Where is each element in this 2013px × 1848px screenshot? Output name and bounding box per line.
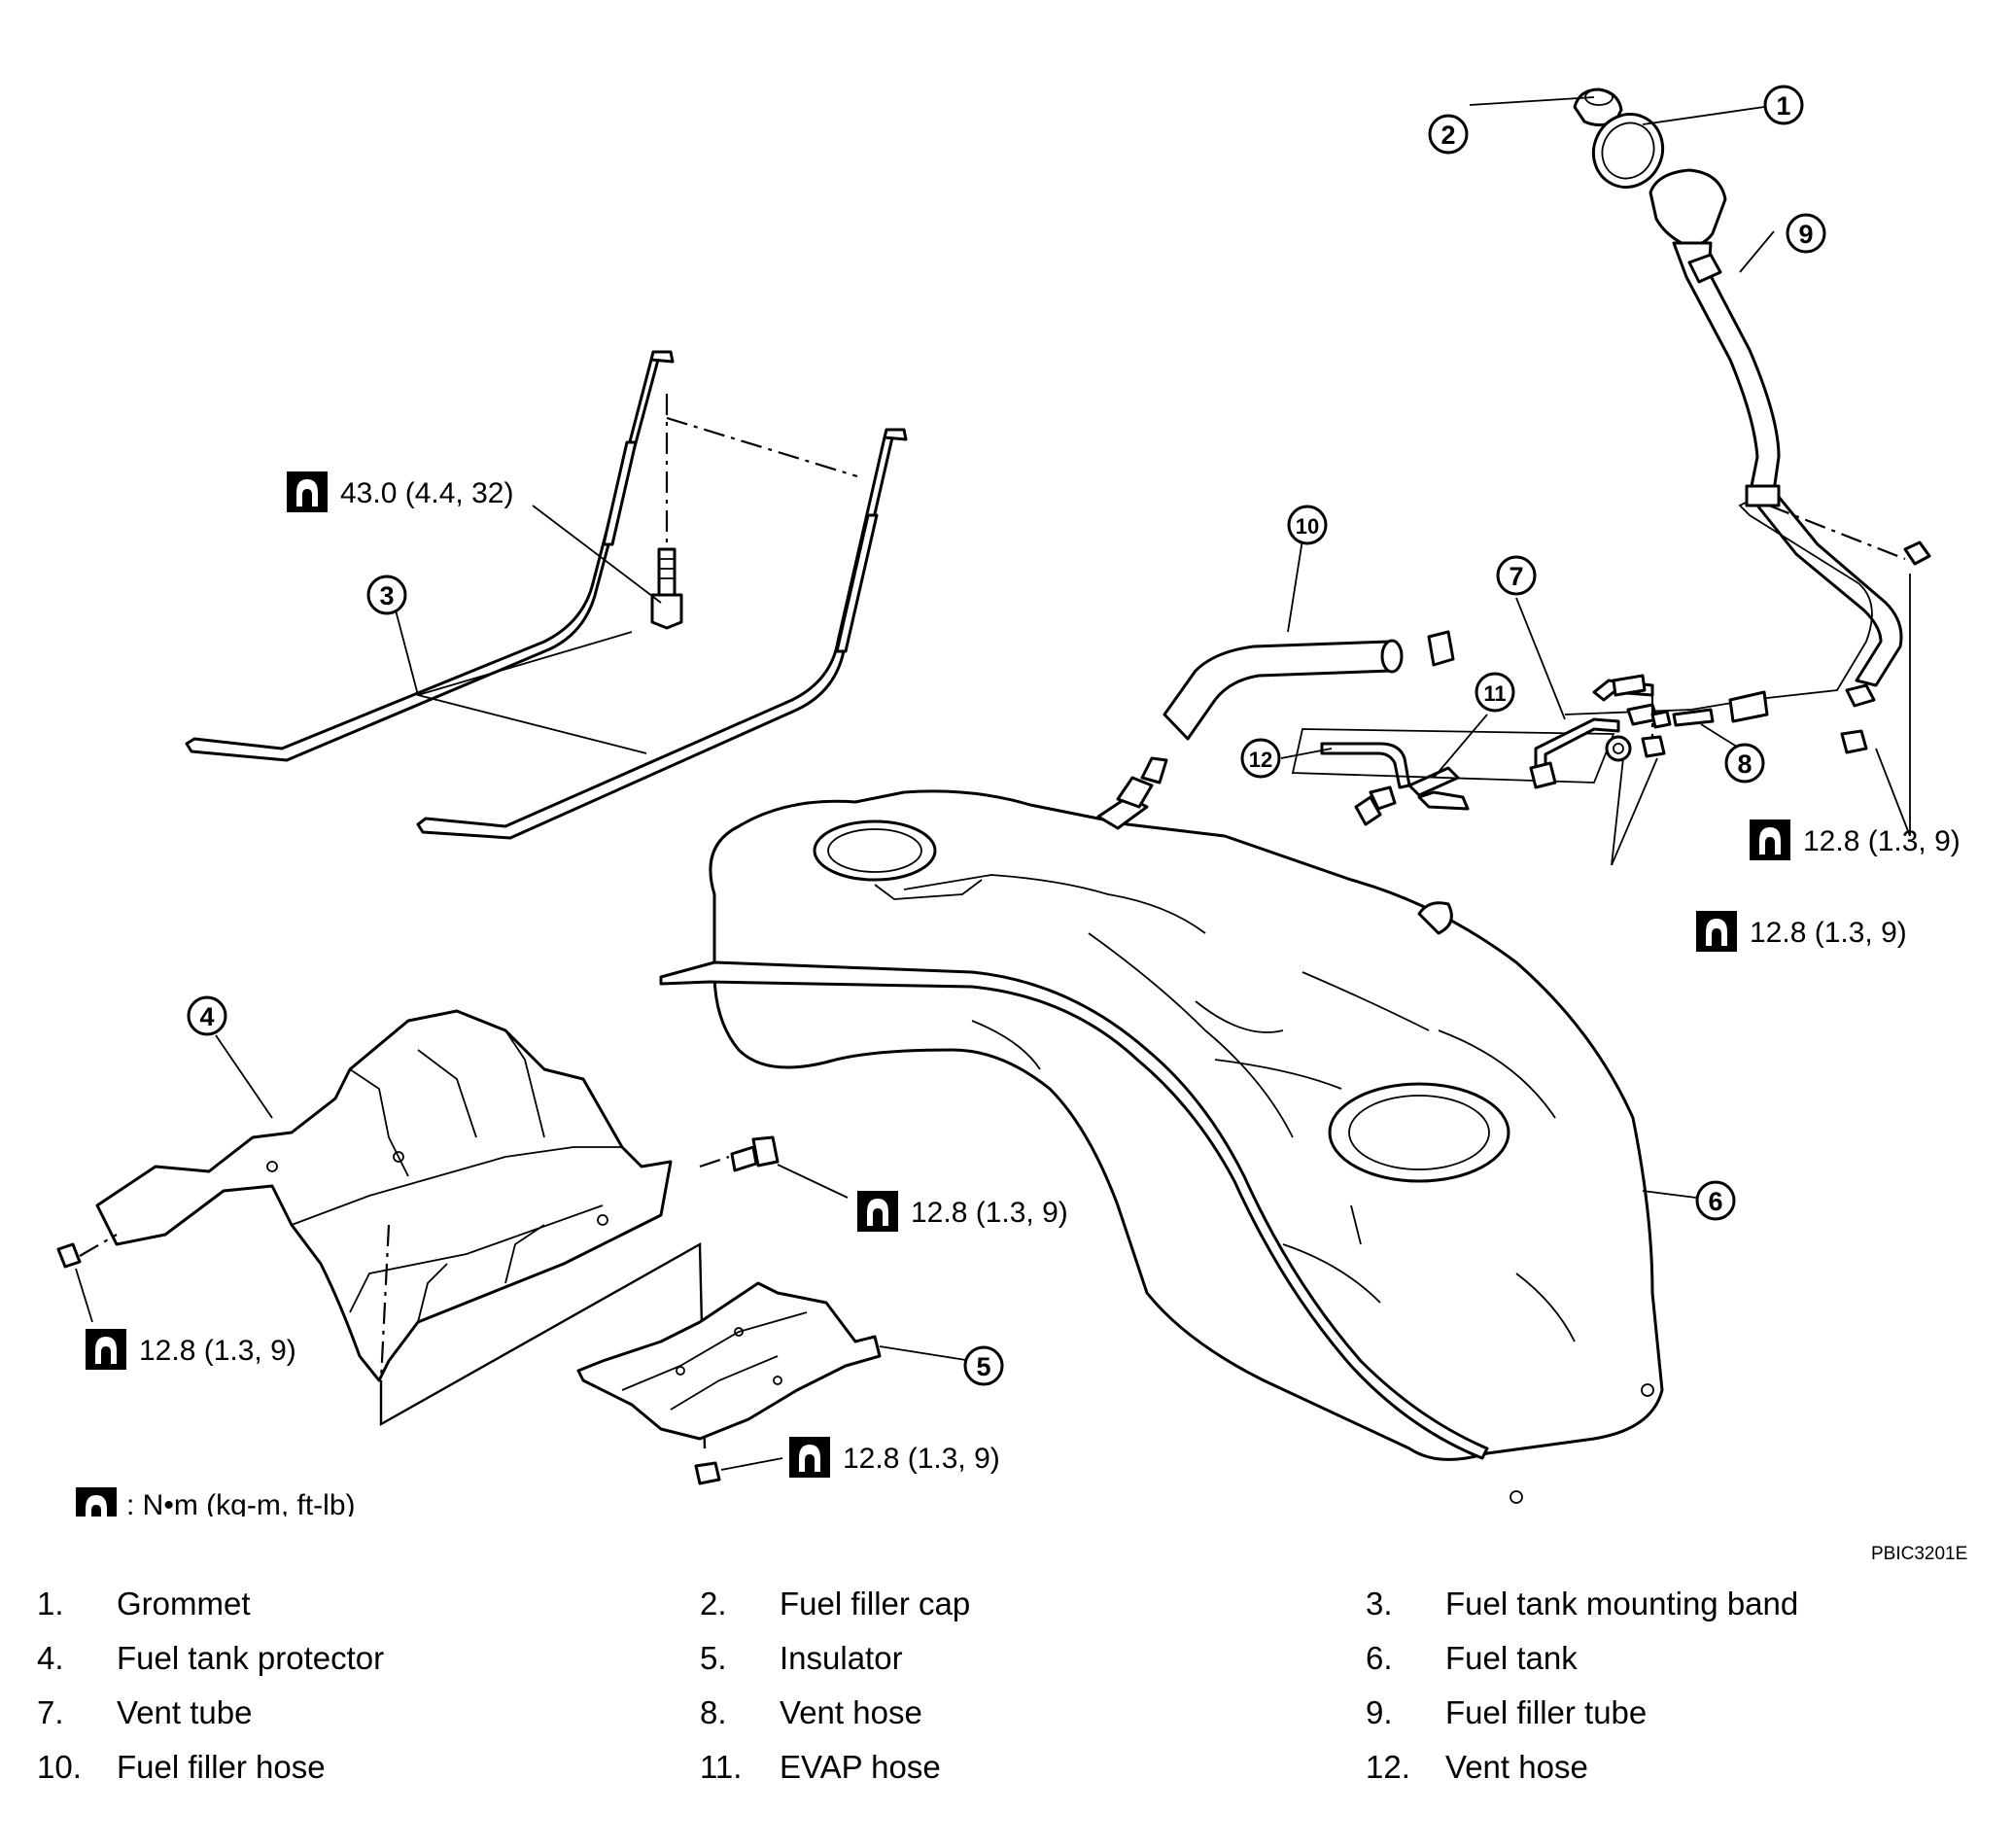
figure-code: PBIC3201E bbox=[1871, 1544, 1968, 1564]
legend-item: 2.Fuel filler cap bbox=[700, 1586, 971, 1621]
parts-legend: 1.Grommet 2.Fuel filler cap 3.Fuel tank … bbox=[0, 1575, 2013, 1798]
svg-text:12.8 (1.3, 9): 12.8 (1.3, 9) bbox=[843, 1443, 1000, 1475]
svg-text:10: 10 bbox=[1296, 514, 1319, 539]
svg-text:8: 8 bbox=[1737, 750, 1752, 779]
callout-6: 6 bbox=[1695, 1180, 1736, 1221]
fuel-filler-tube bbox=[1564, 168, 1903, 726]
torque-wrench-icon bbox=[76, 1487, 117, 1517]
callout-1: 1 bbox=[1763, 85, 1804, 125]
legend-item: 5.Insulator bbox=[700, 1640, 903, 1676]
callout-8: 8 bbox=[1724, 743, 1765, 784]
legend-item: 1.Grommet bbox=[37, 1586, 251, 1621]
fuel-filler-hose bbox=[1116, 630, 1455, 809]
torque-wrench-icon bbox=[857, 1191, 898, 1232]
callout-2: 2 bbox=[1428, 114, 1469, 155]
torque-wrench-icon bbox=[1696, 911, 1737, 952]
torque-wrench-icon bbox=[86, 1329, 126, 1370]
torque-spec-vent-nuts: 12.8 (1.3, 9) bbox=[1696, 911, 1907, 952]
exploded-parts-diagram: 1 2 9 10 7 11 12 8 3 4 6 5 43.0 (4.4, 32… bbox=[56, 85, 1961, 1517]
callout-11: 11 bbox=[1475, 672, 1515, 713]
vent-tube-assembly bbox=[1529, 540, 1931, 789]
legend-item: 6.Fuel tank bbox=[1366, 1640, 1578, 1676]
callout-5: 5 bbox=[963, 1345, 1004, 1386]
legend-item: 4.Fuel tank protector bbox=[37, 1640, 385, 1676]
svg-text:7: 7 bbox=[1509, 562, 1523, 591]
svg-text:12.8 (1.3, 9): 12.8 (1.3, 9) bbox=[1803, 825, 1961, 857]
protector-bolt bbox=[730, 1135, 780, 1172]
callout-9: 9 bbox=[1786, 213, 1826, 254]
svg-text:12: 12 bbox=[1249, 748, 1272, 772]
svg-text:12.8 (1.3, 9): 12.8 (1.3, 9) bbox=[1750, 917, 1907, 949]
torque-wrench-icon bbox=[287, 471, 328, 512]
svg-text:11: 11 bbox=[1483, 681, 1506, 706]
svg-text:9: 9 bbox=[1798, 220, 1813, 249]
callout-12: 12 bbox=[1240, 738, 1281, 779]
torque-spec-protector-nut: 12.8 (1.3, 9) bbox=[86, 1329, 296, 1370]
svg-text:5: 5 bbox=[976, 1352, 990, 1381]
svg-text:1: 1 bbox=[1776, 91, 1790, 121]
svg-text:12.8 (1.3, 9): 12.8 (1.3, 9) bbox=[911, 1197, 1068, 1229]
torque-spec-insulator-nut: 12.8 (1.3, 9) bbox=[789, 1437, 1000, 1478]
callout-7: 7 bbox=[1496, 555, 1537, 596]
grommet bbox=[1591, 113, 1665, 189]
legend-item: 9.Fuel filler tube bbox=[1366, 1694, 1648, 1730]
svg-text:2: 2 bbox=[1440, 121, 1455, 150]
torque-wrench-icon bbox=[1750, 819, 1790, 860]
torque-wrench-icon bbox=[789, 1437, 830, 1478]
torque-spec-band-bolt: 43.0 (4.4, 32) bbox=[287, 471, 513, 512]
torque-spec-protector-bolt: 12.8 (1.3, 9) bbox=[857, 1191, 1068, 1232]
legend-item: 12.Vent hose bbox=[1366, 1749, 1588, 1785]
legend-item: 11.EVAP hose bbox=[700, 1749, 941, 1785]
svg-text:: N•m (kg-m, ft-lb): : N•m (kg-m, ft-lb) bbox=[126, 1489, 356, 1517]
svg-text:4: 4 bbox=[199, 1002, 214, 1031]
svg-text:3: 3 bbox=[379, 581, 394, 610]
legend-item: 10.Fuel filler hose bbox=[37, 1749, 326, 1785]
leader-lines bbox=[75, 96, 1911, 1471]
svg-text:43.0 (4.4, 32): 43.0 (4.4, 32) bbox=[340, 477, 513, 509]
callout-10: 10 bbox=[1287, 505, 1328, 545]
callout-3: 3 bbox=[366, 575, 407, 615]
legend-item: 8.Vent hose bbox=[700, 1694, 922, 1730]
insulator bbox=[576, 1281, 882, 1485]
fuel-tank-mounting-band bbox=[185, 350, 908, 840]
svg-text:6: 6 bbox=[1708, 1187, 1722, 1216]
torque-spec-filler-nuts: 12.8 (1.3, 9) bbox=[1750, 819, 1961, 860]
fuel-tank-protector bbox=[56, 1009, 673, 1382]
fuel-tank bbox=[659, 789, 1664, 1504]
legend-item: 3.Fuel tank mounting band bbox=[1366, 1586, 1799, 1621]
evap-vent-hoses bbox=[1291, 728, 1615, 826]
legend-item: 7.Vent tube bbox=[37, 1694, 253, 1730]
torque-unit-note: : N•m (kg-m, ft-lb) bbox=[76, 1487, 356, 1517]
callout-4: 4 bbox=[187, 995, 227, 1036]
svg-text:12.8 (1.3, 9): 12.8 (1.3, 9) bbox=[139, 1335, 296, 1367]
